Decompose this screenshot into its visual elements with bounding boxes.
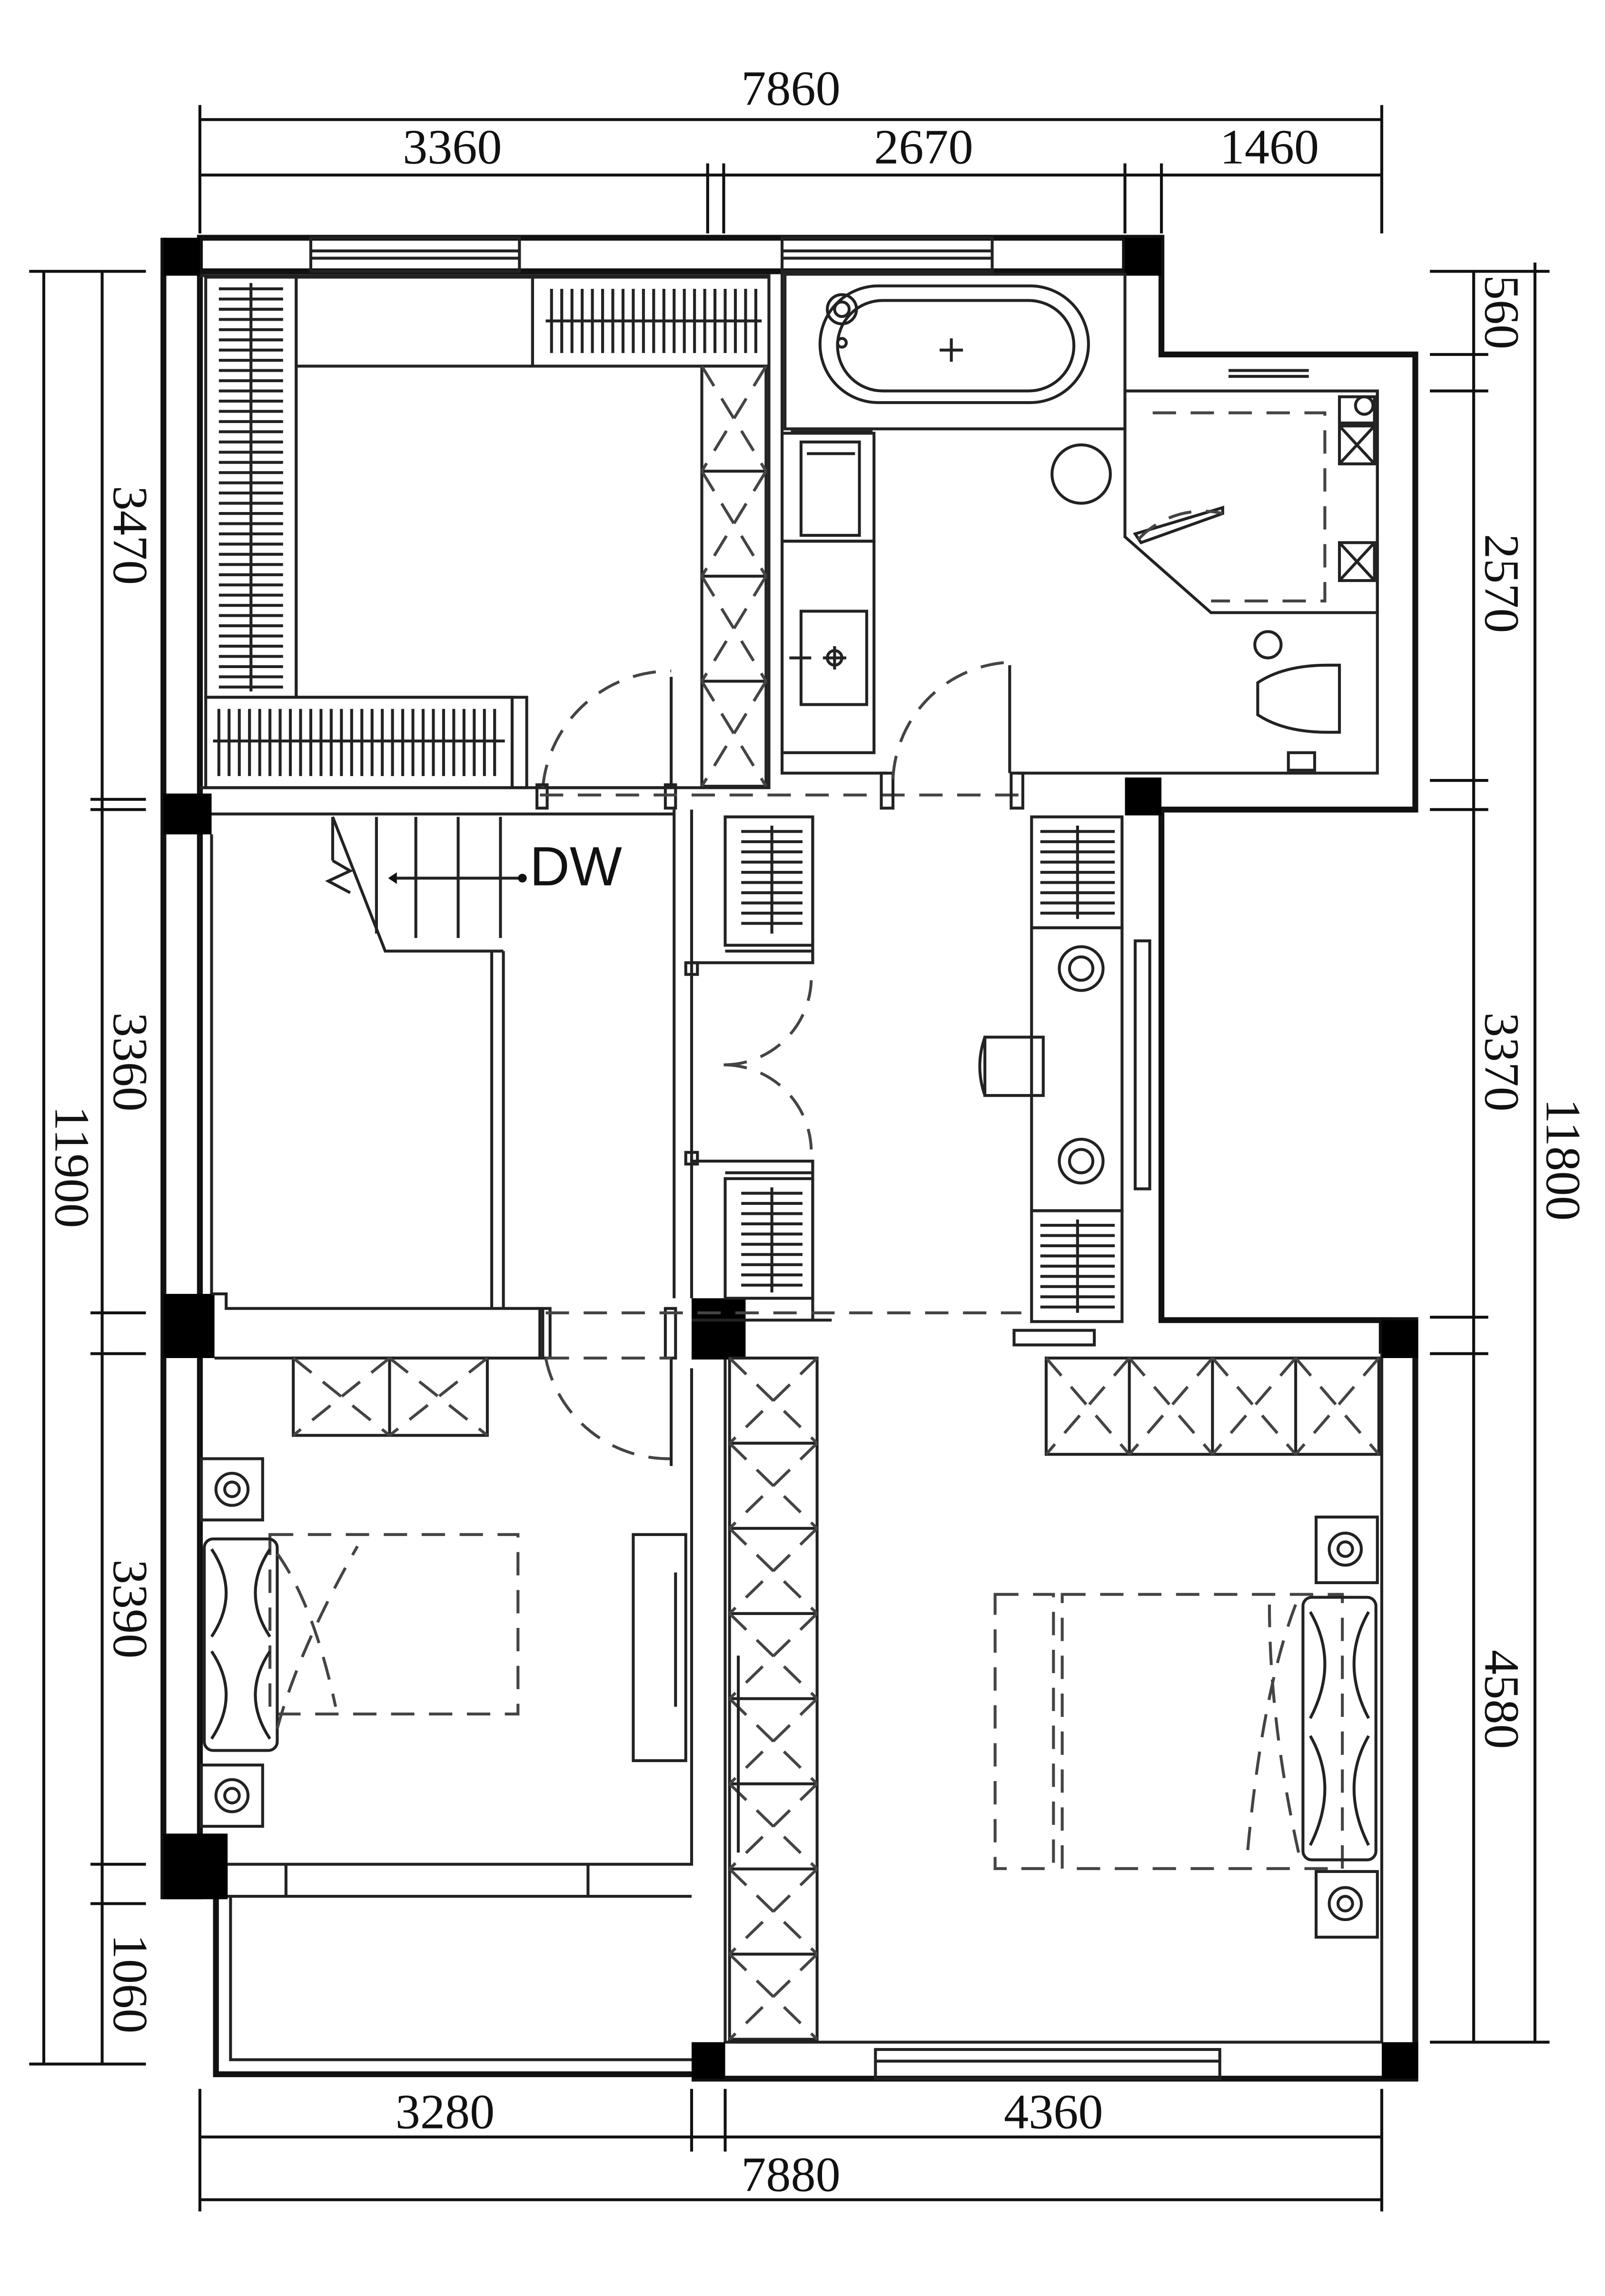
wardrobe-cell-cross bbox=[728, 1612, 818, 1700]
dimension-bottom: 3280 4360 7880 bbox=[198, 2084, 1384, 2212]
vanity-sink bbox=[789, 610, 868, 706]
corridor-door[interactable] bbox=[684, 961, 813, 1166]
dim-right-total: 11800 bbox=[1536, 1099, 1591, 1221]
stair-label: DW bbox=[530, 836, 622, 897]
wardrobe-cell-cross bbox=[728, 1527, 818, 1615]
column bbox=[163, 1294, 215, 1358]
dim-bottom-total: 7880 bbox=[741, 2147, 840, 2202]
bedroom-left bbox=[199, 1308, 687, 1828]
wardrobe-cell-cross bbox=[728, 1357, 818, 1445]
column bbox=[692, 1298, 746, 1360]
dresser bbox=[632, 1533, 687, 1763]
nightstand bbox=[1314, 1515, 1379, 1585]
dimension-top: 7860 3360 2670 1460 bbox=[198, 61, 1384, 234]
dim-right-seg-3: 3370 bbox=[1475, 1012, 1530, 1111]
dim-right-seg-2: 2570 bbox=[1475, 534, 1530, 633]
wardrobe-cell-cross bbox=[728, 1953, 818, 2040]
stool bbox=[1050, 443, 1112, 505]
column bbox=[1381, 1320, 1418, 1358]
dimension-left: 11900 3470 3360 3390 1060 bbox=[29, 270, 158, 2066]
wardrobe-cell-cross bbox=[728, 1868, 818, 1955]
desk-chair bbox=[978, 1035, 1045, 1097]
stair-hall: DW bbox=[210, 809, 694, 1310]
laundry-cabinet bbox=[781, 430, 876, 754]
column bbox=[163, 793, 212, 835]
dim-right-seg-1: 560 bbox=[1475, 275, 1530, 349]
toilet bbox=[1253, 630, 1341, 772]
dimension-right: 11800 560 2570 3370 4580 bbox=[1430, 262, 1591, 2044]
bedroom-left-door[interactable] bbox=[538, 1307, 1021, 1466]
shower-enclosure bbox=[1123, 389, 1379, 614]
column bbox=[692, 2042, 725, 2079]
bedroom-right bbox=[728, 1356, 1380, 2041]
dim-top-seg-2: 2670 bbox=[874, 119, 973, 174]
dim-left-total: 11900 bbox=[44, 1106, 99, 1228]
walk-in-closet bbox=[199, 274, 771, 789]
window-corridor-right bbox=[1012, 939, 1151, 1347]
structural-columns bbox=[163, 237, 1418, 2079]
dim-top-seg-1: 3360 bbox=[403, 119, 502, 174]
column bbox=[1381, 2042, 1418, 2079]
wardrobe-cell-cross bbox=[728, 1783, 818, 1870]
desk-lamps bbox=[1058, 945, 1105, 1185]
corridor-storage bbox=[692, 815, 1124, 1323]
nightstand bbox=[199, 1457, 264, 1522]
nightstand bbox=[1314, 1870, 1379, 1939]
hanging-rail-bottom bbox=[213, 709, 505, 776]
dim-left-seg-3: 3390 bbox=[103, 1559, 158, 1658]
dim-bottom-seg-2: 4360 bbox=[1004, 2084, 1103, 2139]
dim-top-seg-3: 1460 bbox=[1220, 119, 1319, 174]
bathroom bbox=[781, 271, 1379, 775]
window-top-left bbox=[309, 236, 521, 273]
dim-top-total: 7860 bbox=[741, 61, 840, 116]
dim-left-seg-2: 3360 bbox=[103, 1012, 158, 1111]
wardrobe-right bbox=[728, 1356, 819, 2041]
stair-direction-arrow bbox=[388, 872, 527, 884]
bed-right bbox=[993, 1593, 1377, 1870]
hanging-rail-left bbox=[218, 283, 283, 692]
hanging-rail-top bbox=[545, 288, 762, 353]
window-right-bath bbox=[1229, 369, 1309, 378]
wardrobe-cells bbox=[728, 1357, 818, 2040]
closet-door[interactable] bbox=[535, 670, 1021, 810]
dim-left-seg-4: 1060 bbox=[103, 1934, 158, 2033]
bed-left bbox=[203, 1533, 520, 1752]
shoe-racks bbox=[741, 826, 1115, 1313]
window-bottom-bedroom bbox=[874, 2048, 1221, 2080]
exterior-walls bbox=[160, 235, 1418, 2082]
wardrobe-cell-cross bbox=[728, 1697, 818, 1785]
column bbox=[163, 1833, 228, 1900]
column bbox=[1125, 777, 1162, 816]
nightstand bbox=[199, 1764, 264, 1828]
bathroom-door[interactable] bbox=[880, 660, 1024, 810]
wall-cabinet-right bbox=[1044, 1356, 1380, 1456]
closet-cabinet bbox=[700, 365, 768, 788]
dim-left-seg-1: 3470 bbox=[103, 486, 158, 585]
column bbox=[163, 237, 200, 276]
dim-right-seg-4: 4580 bbox=[1475, 1650, 1530, 1749]
window-top-bath bbox=[781, 236, 994, 273]
column bbox=[1125, 237, 1162, 276]
bathtub bbox=[783, 273, 1127, 431]
wardrobe-cell-cross bbox=[728, 1442, 818, 1530]
dim-bottom-seg-1: 3280 bbox=[396, 2084, 495, 2139]
